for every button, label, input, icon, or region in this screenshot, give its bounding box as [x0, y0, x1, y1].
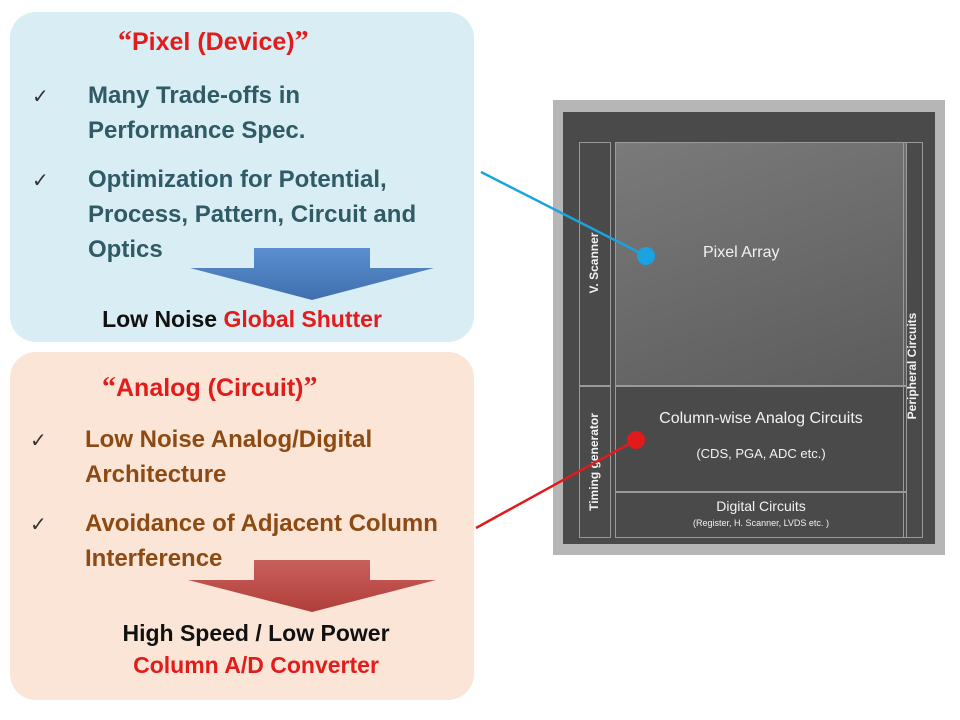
- pixel-device-panel: “Pixel (Device)” ✓ Many Trade-offs in Pe…: [10, 12, 474, 342]
- digital-circuits-sub: (Register, H. Scanner, LVDS etc. ): [693, 518, 829, 528]
- timing-generator-label: Timing generator: [587, 413, 601, 511]
- chip-core: V. Scanner Pixel Array Peripheral Circui…: [563, 112, 935, 544]
- check-icon: ✓: [32, 84, 49, 108]
- analog-circuit-panel: “Analog (Circuit)” ✓ Low Noise Analog/Di…: [10, 352, 474, 700]
- analog-conclusion-line2: Column A/D Converter: [133, 652, 379, 678]
- column-analog-block: [615, 386, 907, 492]
- down-arrow-blue-icon: [190, 248, 434, 300]
- pixel-conclusion: Low Noise Global Shutter: [102, 306, 382, 332]
- analog-bullet-2: Avoidance of Adjacent Column Interferenc…: [85, 510, 438, 572]
- check-icon: ✓: [32, 168, 49, 192]
- pixel-panel-title: “Pixel (Device)”: [118, 26, 309, 57]
- pixel-bullet-2: Optimization for Potential, Process, Pat…: [88, 166, 417, 263]
- pixel-bullet-1: Many Trade-offs in Performance Spec.: [88, 82, 306, 144]
- down-arrow-red-icon: [188, 560, 436, 612]
- v-scanner-block: [579, 142, 611, 386]
- analog-bullet-1: Low Noise Analog/Digital Architecture: [85, 426, 373, 488]
- digital-circuits-label: Digital Circuits: [716, 498, 806, 514]
- peripheral-circuits-label: Peripheral Circuits: [905, 312, 919, 420]
- peripheral-circuits-block: [903, 142, 923, 538]
- sensor-chip-die: V. Scanner Pixel Array Peripheral Circui…: [553, 100, 945, 555]
- check-icon: ✓: [30, 428, 47, 452]
- v-scanner-label: V. Scanner: [587, 232, 601, 294]
- analog-conclusion-line1: High Speed / Low Power: [122, 620, 390, 646]
- pixel-array-block: [615, 142, 907, 386]
- column-analog-sub: (CDS, PGA, ADC etc.): [696, 446, 826, 461]
- pixel-array-label: Pixel Array: [703, 244, 780, 261]
- check-icon: ✓: [30, 512, 47, 536]
- analog-panel-title: “Analog (Circuit)”: [102, 372, 318, 403]
- column-analog-label: Column-wise Analog Circuits: [659, 410, 863, 427]
